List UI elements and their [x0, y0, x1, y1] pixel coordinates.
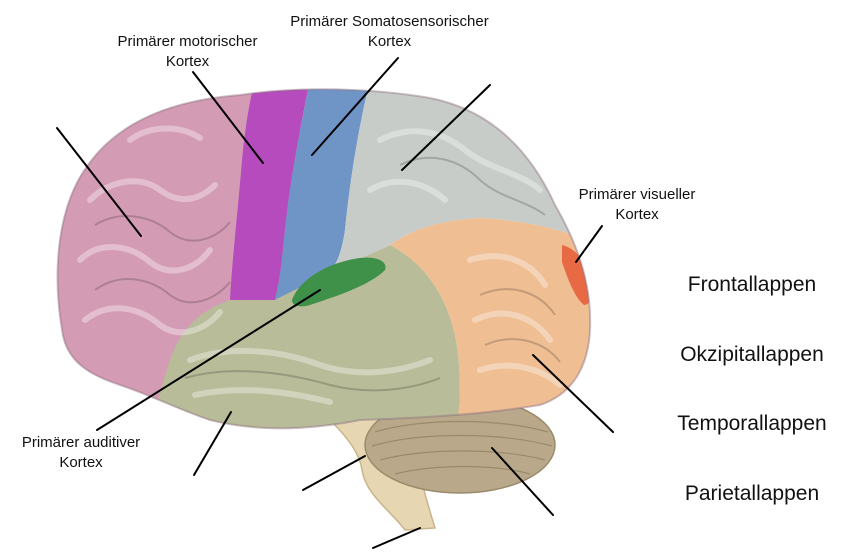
label-visual-line1: Primärer visueller [578, 186, 696, 203]
leader-line-medulla [372, 527, 421, 549]
legend-occipital: Okzipitallappen [680, 343, 824, 366]
label-motor-cortex: Primärer motorischer Kortex [85, 32, 290, 72]
label-auditory-line2: Kortex [59, 454, 103, 471]
label-visual-line2: Kortex [615, 206, 659, 223]
legend-frontal: Frontallappen [687, 273, 817, 296]
temporal-lobe-region [150, 245, 460, 429]
legend-parietal: Parietallappen [684, 482, 820, 505]
motor-cortex-region [230, 89, 310, 300]
cerebrum-outline [56, 88, 592, 430]
leader-line-auditory [96, 289, 321, 431]
somatosensory-cortex-region [275, 89, 370, 300]
leader-line-pons [302, 455, 366, 491]
leader-line-frontal [56, 127, 142, 237]
cerebellum-folia [371, 420, 553, 475]
leader-line-parietal [401, 84, 491, 171]
leader-line-motor [192, 71, 264, 164]
label-motor-line1: Primärer motorischer [117, 33, 258, 50]
auditory-cortex-region [292, 257, 386, 307]
leader-line-occipital [532, 354, 614, 433]
visual-cortex-region [562, 245, 591, 305]
leader-line-cerebellum [491, 447, 554, 516]
occipital-lobe-region [390, 218, 591, 429]
sulci-texture [94, 156, 561, 392]
leader-line-temporal [193, 411, 232, 476]
label-somatosensory-line1: Primärer Somatosensorischer [290, 13, 489, 30]
label-visual-cortex: Primärer visueller Kortex [553, 185, 721, 225]
gyri-texture [77, 125, 563, 405]
label-somatosensory-line2: Kortex [367, 33, 412, 50]
label-auditory-line1: Primärer auditiver [21, 434, 141, 451]
legend-temporal: Temporallappen [677, 412, 827, 435]
leader-line-visual [575, 225, 603, 263]
leader-line-somatosensory [311, 57, 399, 156]
label-auditory-cortex: Primärer auditiver Kortex [0, 433, 162, 473]
label-motor-line2: Kortex [165, 53, 210, 70]
label-somatosensory-cortex: Primärer Somatosensorischer Kortex [252, 12, 527, 52]
